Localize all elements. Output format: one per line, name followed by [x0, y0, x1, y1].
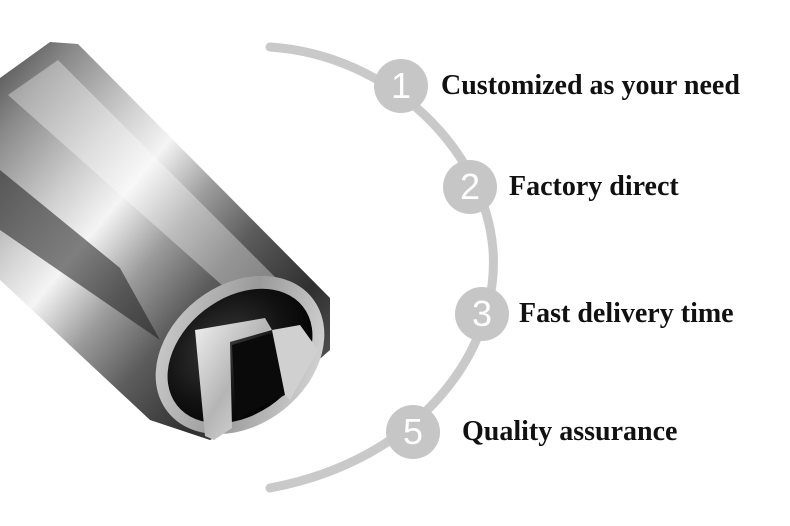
feature-label: Customized as your need	[441, 70, 740, 101]
feature-item-3: 3 Fast delivery time	[455, 287, 734, 341]
steel-tube	[0, 42, 330, 440]
number-badge: 3	[455, 287, 509, 341]
number-badge: 1	[374, 59, 428, 113]
number-badge: 2	[443, 160, 497, 214]
feature-label: Factory direct	[509, 171, 679, 202]
number-badge: 5	[386, 405, 440, 459]
feature-item-4: 5 Quality assurance	[386, 405, 677, 459]
feature-item-1: 1 Customized as your need	[374, 59, 740, 113]
feature-label: Quality assurance	[462, 416, 678, 447]
feature-item-2: 2 Factory direct	[443, 160, 679, 214]
feature-label: Fast delivery time	[519, 298, 734, 329]
